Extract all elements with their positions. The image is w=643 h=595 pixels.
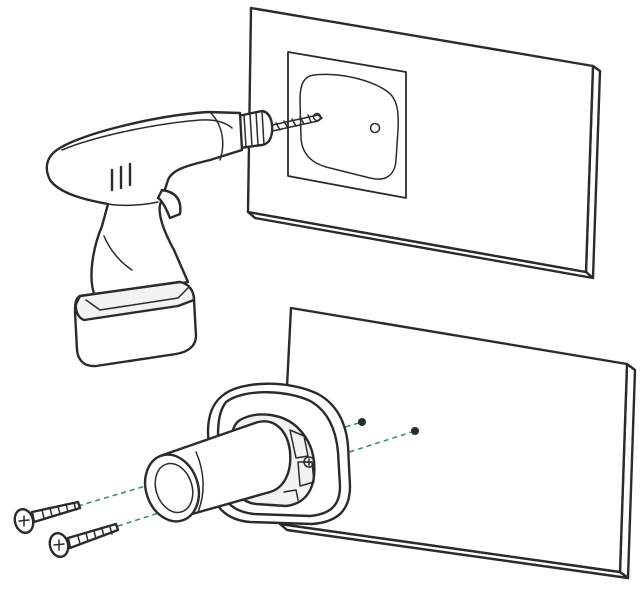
device-outline-icon xyxy=(299,73,399,180)
drill-hole-icon xyxy=(411,427,419,435)
upper-wall-panel xyxy=(246,6,602,280)
wall-mount-bracket-icon xyxy=(143,382,352,526)
cordless-drill-icon xyxy=(45,109,323,368)
drill-bit-icon xyxy=(267,114,323,133)
drill-hole-icon xyxy=(358,418,366,426)
lower-wall-panel xyxy=(278,306,637,580)
template-hole-right xyxy=(369,122,381,134)
mounting-screw-icon xyxy=(48,522,120,559)
mounting-screw-icon xyxy=(13,500,82,535)
